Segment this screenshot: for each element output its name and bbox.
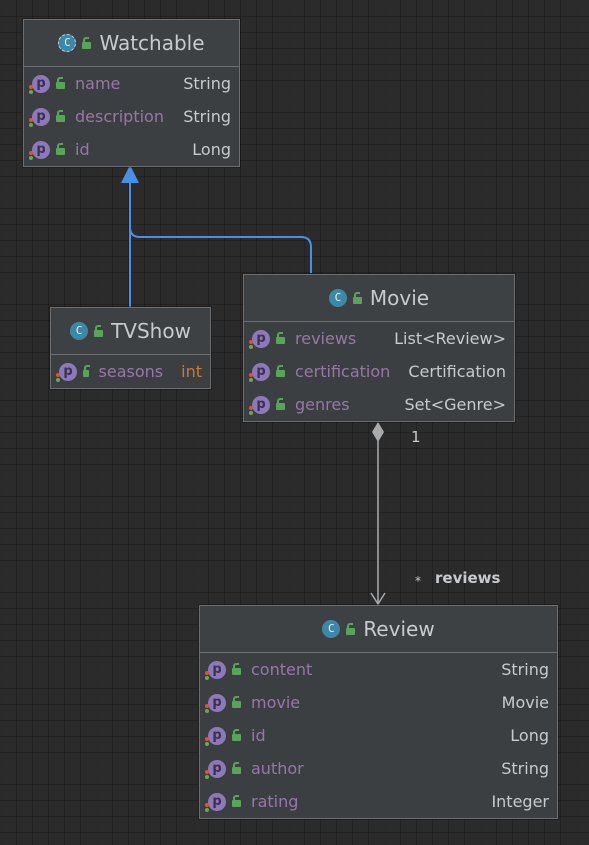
public-lock-icon [232, 795, 241, 807]
field-row[interactable]: p reviews List<Review> [249, 322, 506, 355]
property-icon: p [205, 660, 226, 680]
composition-diamond [372, 422, 384, 442]
class-icon: C [322, 620, 341, 638]
public-lock-icon [352, 291, 362, 304]
class-tvshow[interactable]: C TVShow p seasons int [50, 307, 211, 389]
field-type: Set<Genre> [404, 395, 506, 414]
owner-multiplicity-label: 1 [411, 428, 421, 446]
target-multiplicity-label: * [415, 574, 421, 588]
field-name: genres [295, 395, 350, 414]
field-row[interactable]: p seasons int [56, 355, 202, 388]
field-type: Movie [501, 693, 549, 712]
field-type: String [501, 660, 549, 679]
property-icon: p [249, 395, 270, 415]
property-icon: p [205, 792, 226, 812]
property-icon: p [29, 74, 50, 94]
property-icon: p [249, 362, 270, 382]
field-type: String [501, 759, 549, 778]
field-type: Long [192, 140, 231, 159]
class-name: Review [363, 617, 435, 641]
class-name: Watchable [99, 31, 205, 55]
class-header: C Review [200, 606, 557, 653]
public-lock-icon [94, 324, 104, 337]
property-icon: p [205, 693, 226, 713]
field-name: rating [251, 792, 299, 811]
field-name: certification [295, 362, 391, 381]
public-lock-icon [276, 398, 285, 410]
field-row[interactable]: p genres Set<Genre> [249, 388, 506, 421]
field-name: name [75, 74, 121, 93]
public-lock-icon [83, 365, 90, 377]
field-type: String [183, 74, 231, 93]
inheritance-arrowhead [121, 165, 139, 183]
field-row[interactable]: p rating Integer [205, 785, 549, 818]
field-row[interactable]: p certification Certification [249, 355, 506, 388]
property-icon: p [29, 107, 50, 127]
field-list: p reviews List<Review> p certification C… [244, 322, 514, 421]
public-lock-icon [232, 696, 241, 708]
class-name: Movie [369, 286, 430, 310]
public-lock-icon [232, 762, 241, 774]
field-name: id [251, 726, 266, 745]
public-lock-icon [346, 622, 356, 635]
field-type: int [181, 362, 202, 381]
property-icon: p [29, 140, 50, 160]
composition-arrowhead [370, 592, 386, 606]
public-lock-icon [56, 110, 65, 122]
class-icon: C [70, 322, 89, 340]
field-name: content [251, 660, 313, 679]
public-lock-icon [56, 143, 65, 155]
class-header: C Watchable [24, 20, 239, 67]
field-row[interactable]: p author String [205, 752, 549, 785]
class-watchable[interactable]: C Watchable p name String p description … [23, 19, 240, 167]
property-icon: p [205, 726, 226, 746]
field-row[interactable]: p content String [205, 653, 549, 686]
class-movie[interactable]: C Movie p reviews List<Review> p certifi… [243, 274, 515, 422]
field-name: id [75, 140, 90, 159]
role-label: reviews [435, 569, 501, 587]
property-icon: p [249, 329, 270, 349]
class-review[interactable]: C Review p content String p movie Movie … [199, 605, 558, 819]
class-name: TVShow [111, 319, 191, 343]
field-type: Certification [408, 362, 506, 381]
field-row[interactable]: p description String [29, 100, 231, 133]
field-type: List<Review> [394, 329, 506, 348]
field-name: movie [251, 693, 301, 712]
field-list: p seasons int [51, 355, 210, 388]
field-row[interactable]: p name String [29, 67, 231, 100]
public-lock-icon [276, 332, 285, 344]
public-lock-icon [276, 365, 285, 377]
property-icon: p [205, 759, 226, 779]
public-lock-icon [82, 36, 92, 49]
field-name: seasons [98, 362, 164, 381]
field-name: description [75, 107, 164, 126]
class-icon: C [328, 289, 347, 307]
field-name: author [251, 759, 304, 778]
public-lock-icon [56, 77, 65, 89]
field-row[interactable]: p id Long [205, 719, 549, 752]
class-header: C TVShow [51, 308, 210, 355]
inheritance-edge-movie[interactable] [129, 226, 312, 273]
field-row[interactable]: p id Long [29, 133, 231, 166]
property-icon: p [56, 362, 77, 382]
field-list: p content String p movie Movie p id Long… [200, 653, 557, 818]
class-header: C Movie [244, 275, 514, 322]
field-list: p name String p description String p id … [24, 67, 239, 166]
field-row[interactable]: p movie Movie [205, 686, 549, 719]
field-name: reviews [295, 329, 357, 348]
public-lock-icon [232, 729, 241, 741]
field-type: Integer [491, 792, 549, 811]
field-type: Long [510, 726, 549, 745]
abstract-class-icon: C [58, 34, 77, 52]
public-lock-icon [232, 663, 241, 675]
field-type: String [183, 107, 231, 126]
